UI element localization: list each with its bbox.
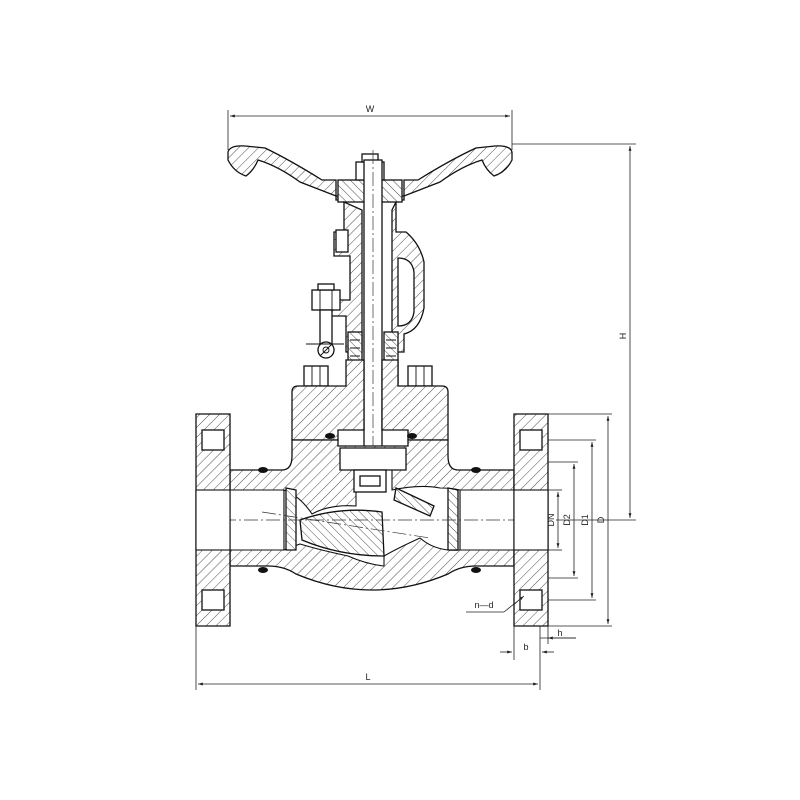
gaskets bbox=[258, 433, 481, 573]
dimension-nd-label: n—d bbox=[474, 600, 493, 610]
dimension-h-label: H bbox=[618, 333, 628, 340]
dimension-w: W bbox=[227, 104, 513, 150]
stem bbox=[363, 150, 383, 520]
dimension-w-label: W bbox=[366, 104, 375, 114]
dimension-nd: n—d bbox=[466, 595, 525, 613]
gland-bolt bbox=[306, 283, 344, 359]
dimension-h: H bbox=[512, 143, 636, 521]
valve-body bbox=[195, 439, 549, 591]
dimension-diameters: DN D2 D1 D bbox=[546, 413, 612, 627]
dimension-d-label: D bbox=[596, 516, 606, 523]
flange-right bbox=[513, 413, 549, 627]
dimension-l-label: L bbox=[365, 672, 370, 682]
flange-left bbox=[195, 413, 231, 627]
dimension-b-label: b bbox=[523, 642, 528, 652]
dimension-h-small-label: h bbox=[557, 628, 562, 638]
bonnet bbox=[291, 359, 449, 441]
bonnet-bolts bbox=[303, 365, 433, 387]
dimension-d2-label: D2 bbox=[562, 514, 572, 526]
dimension-b-h: b h bbox=[500, 626, 576, 660]
dimension-d1-label: D1 bbox=[580, 514, 590, 526]
dimension-dn-label: DN bbox=[546, 514, 556, 527]
dimension-l: L bbox=[195, 626, 541, 690]
